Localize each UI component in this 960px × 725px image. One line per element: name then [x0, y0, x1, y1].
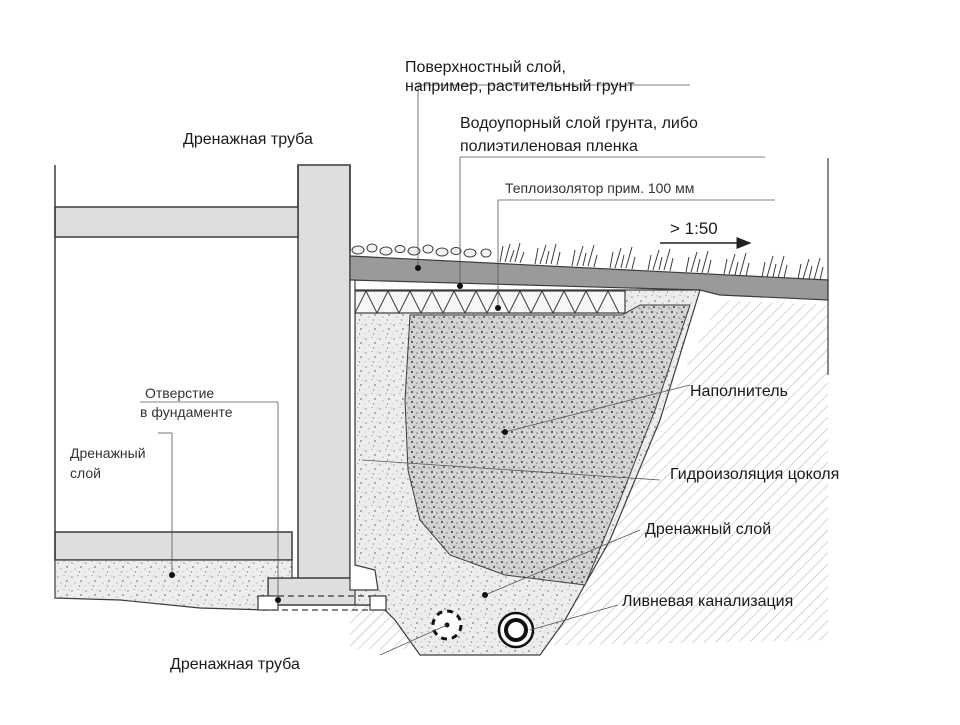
building-section: [54, 164, 381, 606]
insulation-zigzag: [354, 289, 620, 315]
grass: [499, 242, 824, 281]
pipe-right-end: [369, 595, 387, 611]
leader-dots: [169, 265, 508, 603]
label-foundation-hole-1: Отверстие: [145, 385, 215, 401]
label-drain-pipe-top: Дренажная труба: [183, 131, 313, 148]
storm-sewer-inner: [504, 618, 528, 642]
label-waterproof-layer-1: Водоупорный слой грунта, либо: [460, 115, 698, 132]
label-insulation: Теплоизолятор прим. 100 мм: [505, 180, 695, 196]
label-foundation-hole-2: в фундаменте: [140, 404, 233, 420]
label-waterproof-layer-2: полиэтиленовая пленка: [460, 138, 638, 155]
surface-pebbles: [351, 243, 492, 258]
label-drain-pipe-bottom: Дренажная труба: [170, 656, 300, 673]
label-filler: Наполнитель: [690, 383, 788, 400]
pipe-left-end: [257, 595, 279, 611]
plinth-waterproofing: [349, 279, 379, 591]
soil-hatching: [350, 300, 828, 650]
floor-slab: [54, 206, 299, 238]
filler-body: [404, 304, 691, 586]
label-slope: > 1:50: [670, 219, 718, 238]
lower-slab: [54, 531, 293, 561]
label-drainage-layer-left-2: слой: [70, 465, 101, 481]
label-drainage-layer-left-1: Дренажный: [70, 445, 146, 461]
label-plinth-waterproofing: Гидроизоляция цоколя: [670, 466, 840, 483]
drainage-layer-left: [54, 559, 293, 611]
label-surface-layer-2: например, растительный грунт: [405, 78, 635, 95]
label-storm-sewer: Ливневая канализация: [622, 593, 794, 610]
label-surface-layer-1: Поверхностный слой,: [405, 59, 566, 76]
label-drainage-layer-right: Дренажный слой: [645, 521, 772, 538]
foundation-wall: [297, 164, 351, 581]
leader-lines: [140, 84, 775, 656]
